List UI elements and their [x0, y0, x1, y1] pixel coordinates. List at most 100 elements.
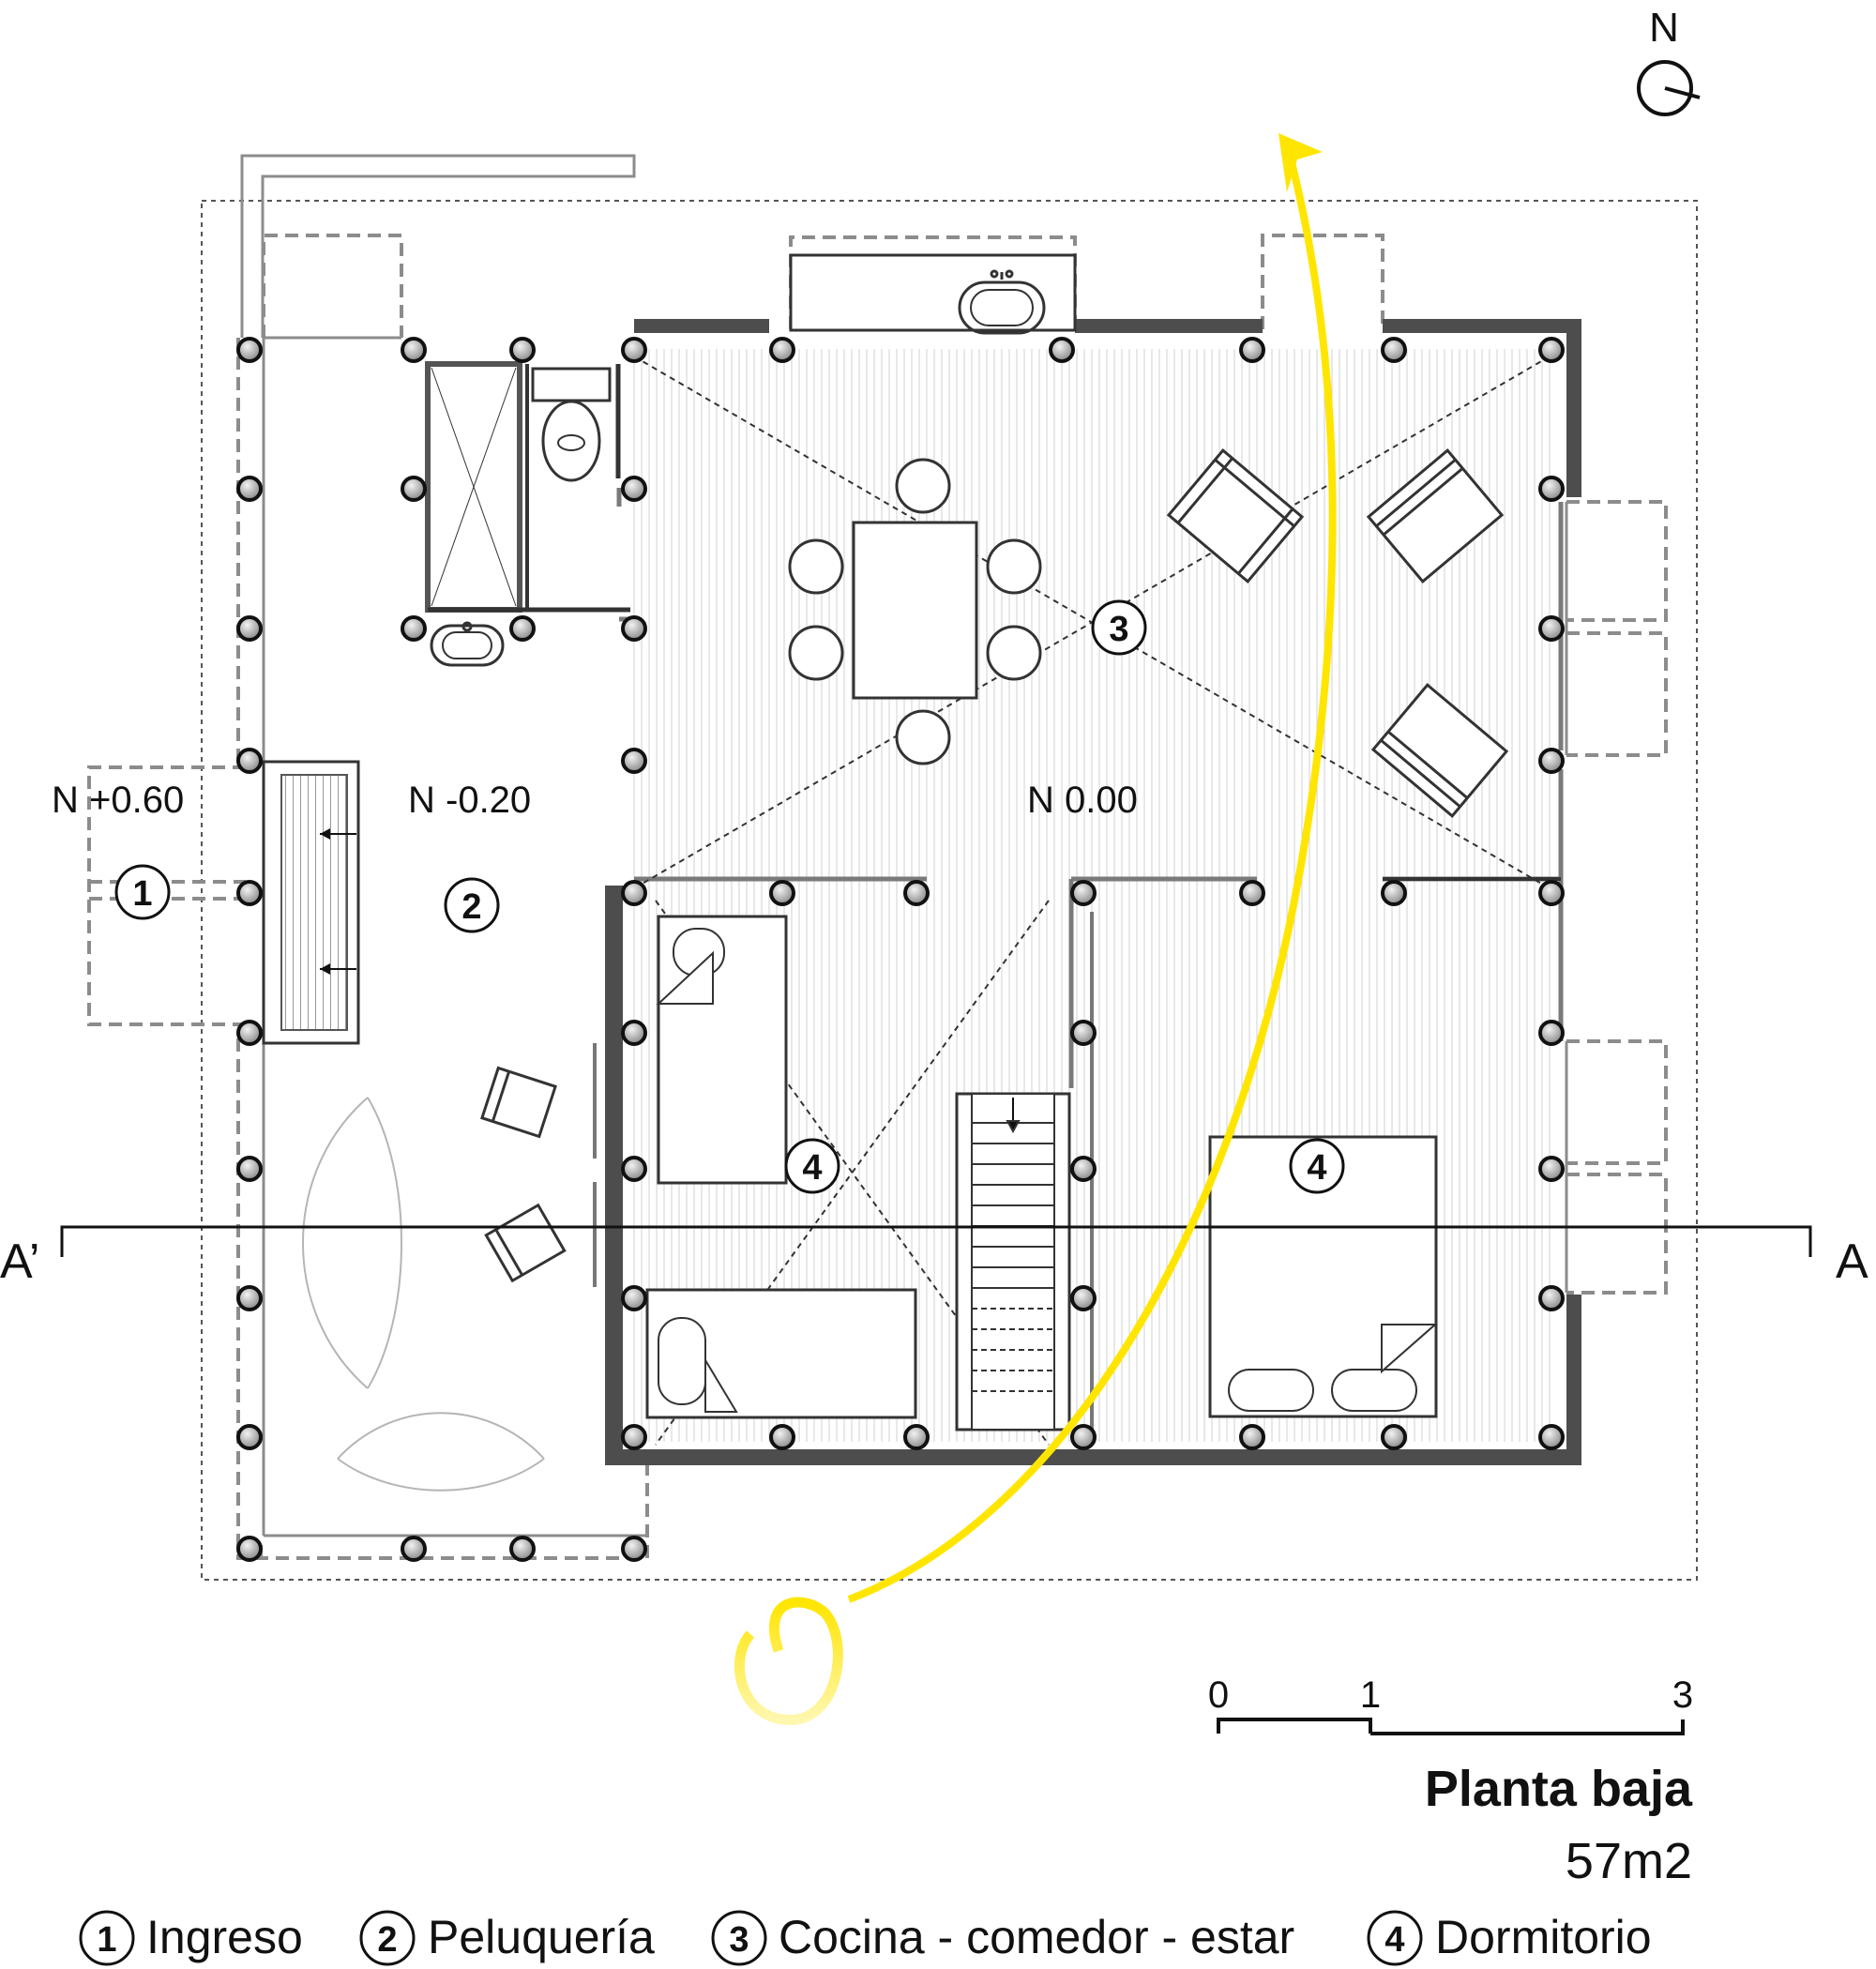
pillar	[1538, 1285, 1565, 1311]
eaves-inner	[262, 336, 1568, 1537]
section-line	[60, 1225, 1812, 1257]
site-boundary	[201, 200, 1698, 1581]
pillar	[621, 615, 647, 642]
pillar	[509, 615, 536, 642]
pillar	[621, 337, 647, 363]
pillar	[903, 880, 930, 906]
room-marker-cocina: 3	[1091, 599, 1147, 656]
svg-text:1: 1	[132, 874, 152, 914]
pillar	[1381, 880, 1407, 906]
pillar	[236, 1156, 263, 1182]
section-label-left: A’	[0, 1234, 39, 1289]
pillars	[236, 337, 1565, 1562]
pillar	[1070, 1285, 1097, 1311]
interior-stair	[955, 1092, 1071, 1431]
pillar	[401, 615, 427, 642]
level-label-salon: N -0.20	[408, 780, 531, 821]
scale-tick-1: 1	[1360, 1674, 1381, 1716]
pillar	[1239, 337, 1265, 363]
north-label: N	[1649, 5, 1679, 51]
svg-text:4: 4	[802, 1148, 822, 1188]
pillar	[509, 1536, 536, 1562]
walls	[605, 319, 1581, 1465]
room-marker-peluqueria: 2	[444, 877, 500, 933]
pillar	[1381, 337, 1407, 363]
scale-bar	[1217, 1718, 1685, 1735]
armchairs	[480, 448, 1509, 1283]
pillar	[236, 1424, 263, 1450]
pillar	[1049, 337, 1075, 363]
pillar	[236, 1020, 263, 1046]
fence	[240, 154, 636, 338]
eaves	[87, 234, 1668, 1560]
pillar	[1538, 615, 1565, 642]
kitchen-counter	[789, 253, 1077, 335]
legend-item-peluqueria: 2 Peluquería	[359, 1910, 655, 1966]
pillar	[1538, 337, 1565, 363]
pillar	[1070, 1020, 1097, 1046]
legend-item-ingreso: 1 Ingreso	[79, 1910, 303, 1966]
pillar	[1070, 880, 1097, 906]
pillar	[1239, 880, 1265, 906]
legend-label: Cocina - comedor - estar	[779, 1911, 1294, 1963]
salon-arcs	[302, 1097, 545, 1492]
pillar	[236, 476, 263, 502]
sun-icon	[734, 1597, 843, 1725]
pillar	[1070, 1424, 1097, 1450]
pillar	[621, 476, 647, 502]
svg-text:1: 1	[97, 1920, 116, 1960]
svg-text:4: 4	[1307, 1148, 1326, 1188]
pillar	[236, 880, 263, 906]
legend-label: Dormitorio	[1435, 1911, 1652, 1963]
scale-tick-0: 0	[1208, 1674, 1229, 1716]
pillar	[1070, 1156, 1097, 1182]
pillar	[769, 337, 795, 363]
svg-text:2: 2	[461, 887, 481, 927]
pillar	[903, 1424, 930, 1450]
pillar	[621, 748, 647, 774]
pillar	[769, 1424, 795, 1450]
pillar	[236, 615, 263, 642]
pillar	[621, 1285, 647, 1311]
svg-text:3: 3	[729, 1920, 749, 1960]
plan-title: Planta baja	[1425, 1761, 1693, 1817]
pillar	[1239, 1424, 1265, 1450]
sun-path	[734, 133, 1337, 1725]
legend-item-cocina: 3 Cocina - comedor - estar	[711, 1910, 1294, 1966]
pillar	[236, 1536, 263, 1562]
north-arrow-icon	[1637, 60, 1701, 116]
sun-arrow-icon	[1278, 133, 1323, 192]
pillar	[1538, 1424, 1565, 1450]
pillar	[1538, 880, 1565, 906]
pillar	[621, 1424, 647, 1450]
pillar	[401, 476, 427, 502]
entry-stair	[262, 760, 360, 1045]
pillar	[1538, 476, 1565, 502]
section-label-right: A	[1836, 1234, 1868, 1289]
bathroom	[425, 361, 630, 667]
room-marker-dormitorio-b: 4	[1289, 1138, 1345, 1194]
level-label-entry: N +0.60	[52, 780, 184, 821]
pillar	[1538, 1020, 1565, 1046]
legend: 1 Ingreso 2 Peluquería 3 Cocina - comedo…	[79, 1910, 1652, 1966]
pillar	[1381, 1424, 1407, 1450]
scale-tick-3: 3	[1672, 1674, 1693, 1716]
pillar	[401, 1536, 427, 1562]
plan-area: 57m2	[1566, 1833, 1692, 1889]
pillar	[401, 337, 427, 363]
pillar	[621, 1020, 647, 1046]
svg-text:4: 4	[1384, 1920, 1404, 1960]
pillar	[1538, 1156, 1565, 1182]
dining-set	[788, 458, 1042, 765]
legend-label: Ingreso	[146, 1911, 303, 1963]
legend-label: Peluquería	[428, 1911, 655, 1963]
pillar	[509, 337, 536, 363]
pillar	[236, 1285, 263, 1311]
pillar	[621, 1156, 647, 1182]
svg-text:2: 2	[377, 1920, 397, 1960]
room-marker-ingreso: 1	[114, 864, 171, 920]
level-label-main: N 0.00	[1027, 780, 1138, 821]
svg-text:3: 3	[1109, 610, 1128, 649]
pillar	[1538, 748, 1565, 774]
